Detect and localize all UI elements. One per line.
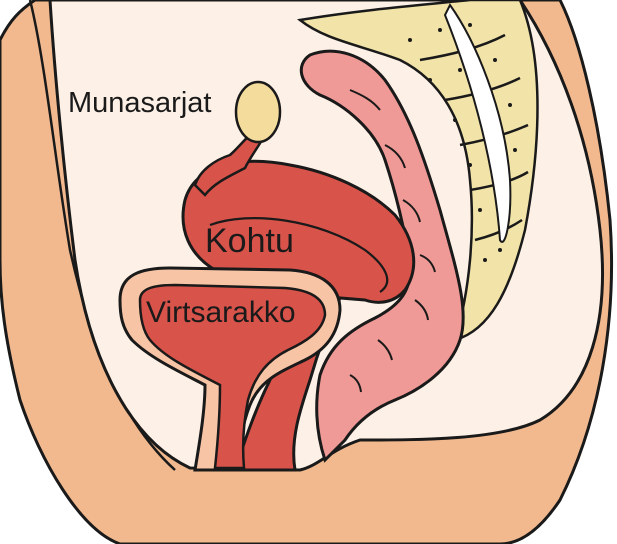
label-uterus: Kohtu <box>205 222 294 260</box>
label-bladder: Virtsarakko <box>146 296 296 329</box>
label-ovaries: Munasarjat <box>68 87 211 119</box>
ovary <box>236 82 280 142</box>
